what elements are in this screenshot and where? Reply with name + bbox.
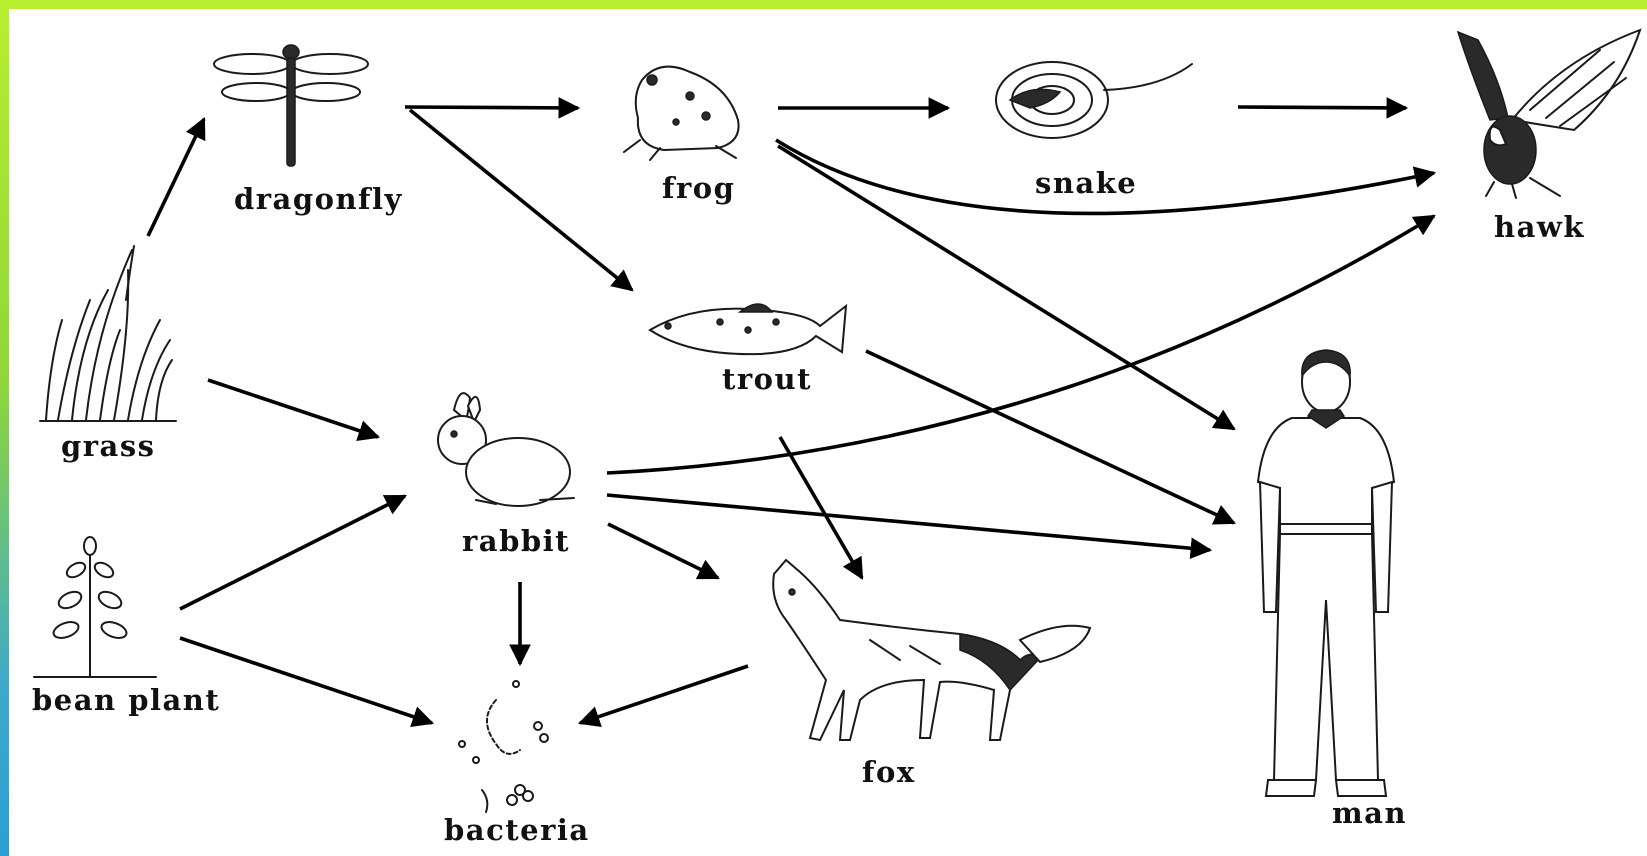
bean-plant-label: bean plant xyxy=(32,683,220,717)
arrow-dragonfly-to-frog xyxy=(405,107,578,108)
frog-label: frog xyxy=(662,171,735,205)
arrow-snake-to-hawk xyxy=(1238,107,1406,108)
arrow-grass-to-dragonfly xyxy=(148,119,204,236)
bacteria-icon xyxy=(459,681,548,812)
arrow-trout-to-man xyxy=(866,351,1234,523)
rabbit-label: rabbit xyxy=(462,524,570,558)
arrow-fox-to-bacteria xyxy=(580,666,748,723)
arrow-frog-to-man xyxy=(778,146,1234,429)
grass-label: grass xyxy=(61,429,156,463)
dragonfly-label: dragonfly xyxy=(234,182,403,216)
arrow-rabbit-to-man xyxy=(607,495,1210,550)
man-icon xyxy=(1258,350,1394,796)
man-label: man xyxy=(1332,796,1407,830)
frog-icon xyxy=(624,67,739,160)
dragonfly-icon xyxy=(214,45,368,166)
fox-icon xyxy=(773,560,1090,740)
bacteria-label: bacteria xyxy=(444,813,590,847)
arrow-trout-to-fox xyxy=(780,437,862,578)
arrow-rabbit-to-fox xyxy=(608,524,718,578)
trout-icon xyxy=(650,304,846,354)
snake-label: snake xyxy=(1035,166,1137,200)
fox-label: fox xyxy=(862,755,916,789)
bean-plant-icon xyxy=(34,537,156,677)
rabbit-icon xyxy=(438,393,574,506)
grass-icon xyxy=(40,246,176,421)
snake-icon xyxy=(996,62,1192,138)
arrow-grass-to-rabbit xyxy=(208,380,378,437)
arrow-dragonfly-to-trout xyxy=(410,110,632,290)
arrow-bean-plant-to-rabbit xyxy=(180,496,405,609)
hawk-label: hawk xyxy=(1494,210,1585,244)
trout-label: trout xyxy=(722,362,812,396)
hawk-icon xyxy=(1458,30,1640,198)
